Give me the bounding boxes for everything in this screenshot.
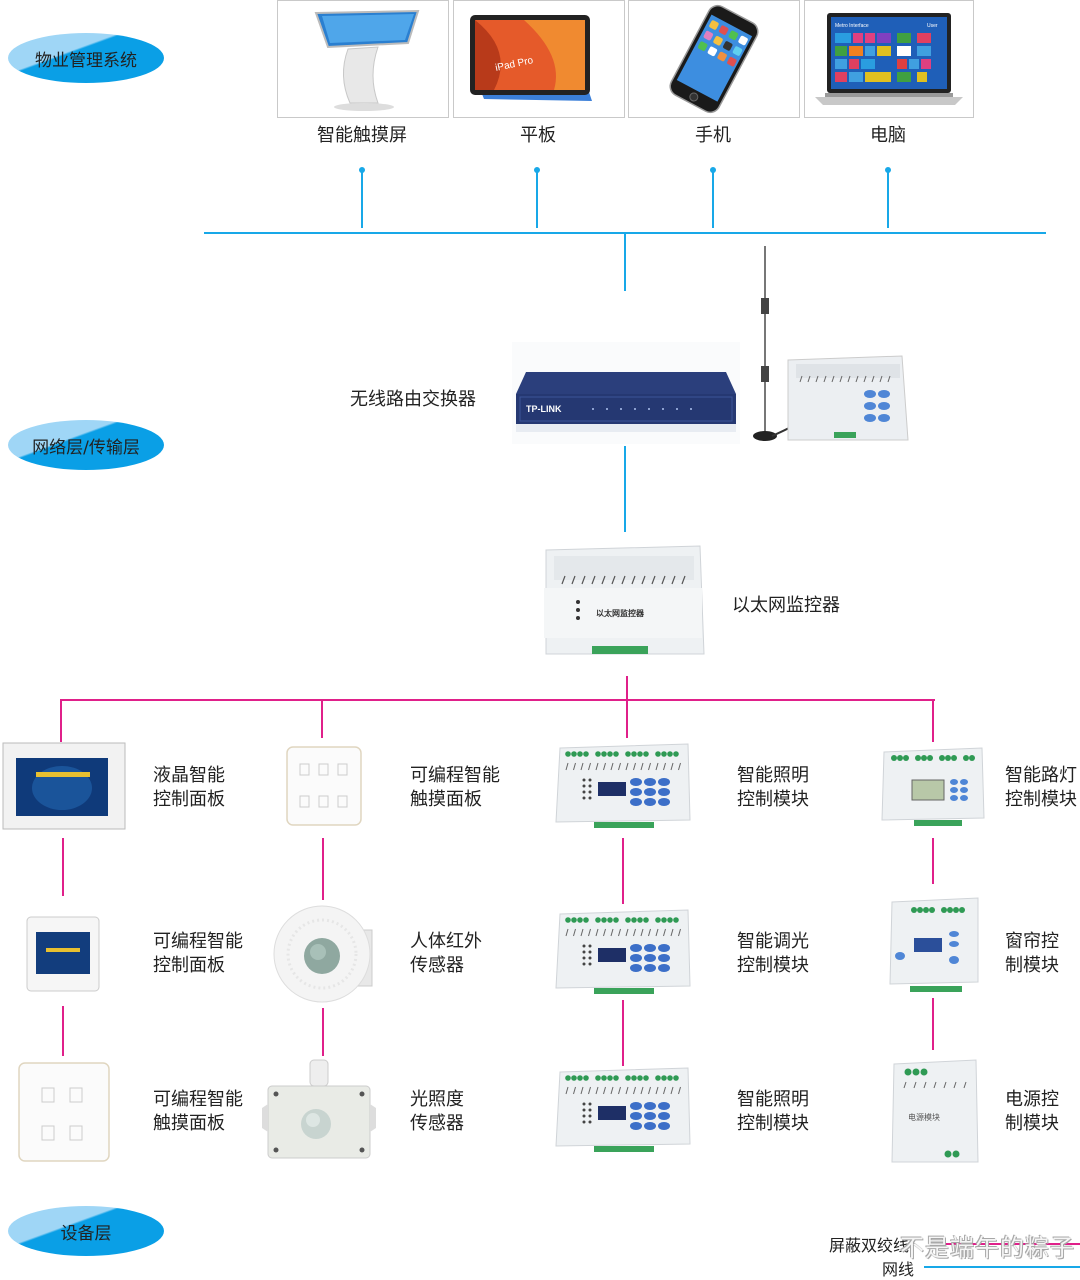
layer-label: 物业管理系统	[35, 50, 137, 71]
layer-badge-device: 设备层	[8, 1206, 164, 1256]
device-label: 电源控制模块	[1005, 1089, 1059, 1134]
twisted-pair-link	[322, 838, 324, 900]
router-device: TP-LINK	[512, 342, 740, 444]
terminal-card-laptop: Metro Interface User	[804, 0, 974, 118]
layer-label: 设备层	[60, 1223, 112, 1244]
terminal-label: 手机	[695, 125, 731, 146]
wireless-module-device	[750, 244, 910, 444]
curtain-module-icon	[889, 897, 979, 992]
touch-panel-4-icon	[18, 1062, 110, 1162]
light-sensor-icon	[262, 1059, 376, 1159]
phone-icon	[669, 4, 759, 114]
twisted-pair-drop	[321, 700, 323, 738]
twisted-pair-link	[62, 1006, 64, 1056]
programmable-control-panel-device	[26, 916, 100, 992]
ethernet-monitor-label: 以太网监控器	[732, 595, 840, 616]
monitor-device-text: 以太网监控器	[596, 608, 645, 618]
twisted-pair-link	[932, 838, 934, 884]
twisted-pair-drop	[626, 700, 628, 738]
laptop-icon: Metro Interface User	[815, 13, 963, 105]
power-module-icon: 电源模块	[891, 1059, 979, 1163]
lighting-control-module-device	[554, 740, 692, 832]
network-cable-drop	[712, 170, 714, 228]
device-label: 可编程智能触摸面板	[153, 1089, 243, 1134]
legend-twisted-pair-label: 屏蔽双绞线	[829, 1236, 910, 1255]
streetlight-module-icon	[881, 747, 985, 826]
layer-badge-network: 网络层/传输层	[8, 420, 164, 470]
network-cable-to-monitor	[624, 446, 626, 532]
lighting-control-module-device	[554, 1064, 692, 1156]
pir-sensor-device	[272, 904, 376, 1008]
programmable-touch-panel-device	[18, 1062, 110, 1162]
laptop-screen-title: Metro Interface	[835, 23, 869, 29]
streetlight-control-module-device	[878, 742, 986, 828]
relay-module-icon	[555, 1067, 691, 1152]
device-label: 智能调光控制模块	[737, 931, 809, 976]
light-sensor-device	[262, 1058, 376, 1162]
device-label: 人体红外传感器	[410, 931, 482, 976]
network-cable-drop	[536, 170, 538, 228]
legend-network-cable-line	[924, 1266, 1080, 1268]
lcd-control-panel-device	[2, 742, 126, 830]
twisted-pair-drop	[932, 700, 934, 742]
programmable-touch-panel-6-device	[286, 746, 362, 826]
router-label: 无线路由交换器	[350, 389, 476, 410]
twisted-pair-from-monitor	[626, 676, 628, 700]
legend-twisted-pair-line	[934, 1243, 1080, 1245]
laptop-screen-user: User	[927, 23, 938, 29]
twisted-pair-bus	[60, 699, 935, 701]
touch-panel-6-icon	[286, 746, 362, 826]
device-label: 可编程智能控制面板	[153, 931, 243, 976]
terminal-label: 智能触摸屏	[317, 125, 407, 146]
layer-badge-management: 物业管理系统	[8, 33, 164, 83]
touch-kiosk-icon	[314, 9, 420, 111]
relay-module-icon	[555, 743, 691, 828]
router-icon: TP-LINK	[516, 372, 736, 432]
lcd-panel-icon	[2, 742, 126, 830]
twisted-pair-link	[322, 1008, 324, 1056]
terminal-card-tablet: iPad Pro	[453, 0, 625, 118]
layer-label: 网络层/传输层	[32, 437, 140, 458]
antenna-module-icon	[753, 246, 909, 441]
legend-network-cable-label: 网线	[882, 1260, 915, 1279]
network-cable-drop	[361, 170, 363, 228]
twisted-pair-link	[62, 838, 64, 896]
device-label: 智能路灯控制模块	[1005, 765, 1077, 810]
small-lcd-panel-icon	[26, 916, 100, 992]
network-cable-to-router	[624, 233, 626, 291]
network-cable-drop	[887, 170, 889, 228]
twisted-pair-link	[932, 998, 934, 1050]
device-label: 光照度传感器	[410, 1089, 464, 1134]
router-brand: TP-LINK	[526, 404, 562, 414]
device-label: 液晶智能控制面板	[153, 765, 225, 810]
twisted-pair-link	[622, 1000, 624, 1066]
watermark: 不是端午的粽子	[900, 1234, 1075, 1262]
terminal-card-touch-kiosk	[277, 0, 449, 118]
twisted-pair-link	[622, 838, 624, 904]
din-rail-module-icon: 以太网监控器	[544, 545, 705, 655]
curtain-control-module-device	[888, 894, 980, 994]
power-control-module-device: 电源模块	[888, 1058, 980, 1168]
pir-sensor-icon	[273, 905, 373, 1003]
terminal-label: 平板	[520, 125, 556, 146]
terminal-label: 电脑	[870, 125, 906, 146]
device-label: 可编程智能触摸面板	[410, 765, 500, 810]
twisted-pair-drop	[60, 700, 62, 742]
terminal-card-phone	[628, 0, 800, 118]
device-label: 窗帘控制模块	[1005, 931, 1059, 976]
device-label: 智能照明控制模块	[737, 1089, 809, 1134]
dimming-control-module-device	[554, 906, 692, 998]
tablet-icon: iPad Pro	[470, 15, 592, 101]
device-label: 智能照明控制模块	[737, 765, 809, 810]
relay-module-icon	[555, 909, 691, 994]
power-module-text: 电源模块	[908, 1112, 940, 1122]
ethernet-monitor-device: 以太网监控器	[540, 540, 706, 668]
